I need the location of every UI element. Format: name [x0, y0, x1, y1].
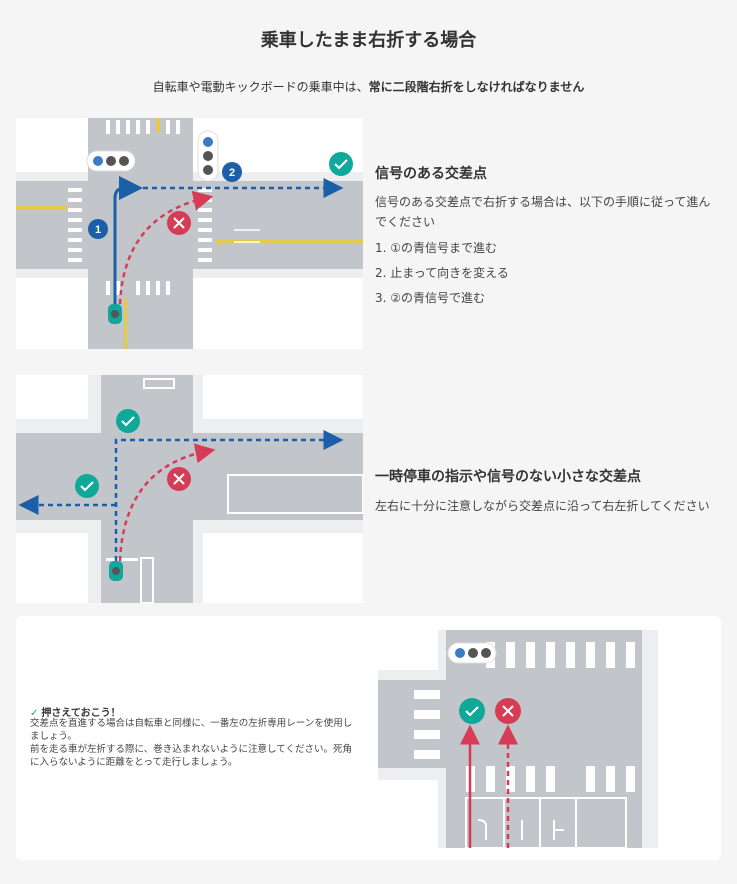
step-item: 2. 止まって向きを変える — [375, 266, 509, 280]
wrong-route-line — [118, 443, 216, 562]
step-item: 1. ①の青信号まで進む — [375, 241, 498, 255]
page-title: 乗車したまま右折する場合 — [260, 30, 477, 51]
small-intersection-diagram — [16, 375, 363, 603]
right-turn-route — [114, 430, 344, 561]
tip-body: 交差点を直進する場合は自転車と同様に、一番左の左折専用レーンを使用しましょう。 … — [30, 717, 360, 769]
tip-card: ✓押さえておこう！ 交差点を直進する場合は自転車と同様に、一番左の左折専用レーン… — [16, 616, 721, 860]
lane-diagram — [378, 630, 708, 848]
tip-heading: ✓押さえておこう！ — [30, 704, 121, 719]
ok-icon — [75, 474, 99, 498]
small-intersection-svg — [16, 375, 363, 603]
intro-text: 自転車や電動キックボードの乗車中は、常に二段階右折をしなければなりません — [0, 78, 737, 95]
intro-bold: 常に二段階右折をしなければなりません — [368, 80, 585, 94]
section2-heading: 一時停車の指示や信号のない小さな交差点 — [375, 469, 641, 485]
step-1-marker — [88, 219, 108, 239]
section1-description: 信号のある交差点で右折する場合は、以下の手順に従って進んでください — [375, 195, 711, 229]
step-1-number: 1 — [95, 224, 101, 236]
tip-paragraph: 交差点を直進する場合は自転車と同様に、一番左の左折専用レーンを使用しましょう。 — [30, 718, 353, 742]
check-icon: ✓ — [30, 708, 39, 719]
signal-intersection-diagram: 1 2 — [16, 118, 363, 349]
step-2-number: 2 — [229, 167, 235, 179]
tip-paragraph: 前を走る車が左折する際に、巻き込まれないように注意してください。死角に入らないよ… — [30, 744, 352, 768]
ok-icon — [329, 152, 353, 176]
ok-icon — [459, 698, 485, 724]
tip-heading-text: 押さえておこう！ — [41, 708, 121, 719]
section2-description: 左右に十分に注意しながら交差点に沿って右左折してください — [375, 499, 710, 513]
ok-icon — [116, 409, 140, 433]
wrong-route-line — [118, 190, 214, 305]
section1-steps: 1. ①の青信号まで進む 2. 止まって向きを変える 3. ②の青信号で進む — [375, 238, 509, 313]
section1-heading: 信号のある交差点 — [375, 166, 487, 182]
step-item: 3. ②の青信号で進む — [375, 291, 486, 305]
lane-svg — [378, 630, 708, 848]
step-2-marker — [222, 162, 242, 182]
signal-intersection-svg: 1 2 — [16, 118, 363, 349]
intro-prefix: 自転車や電動キックボードの乗車中は、 — [152, 80, 369, 94]
